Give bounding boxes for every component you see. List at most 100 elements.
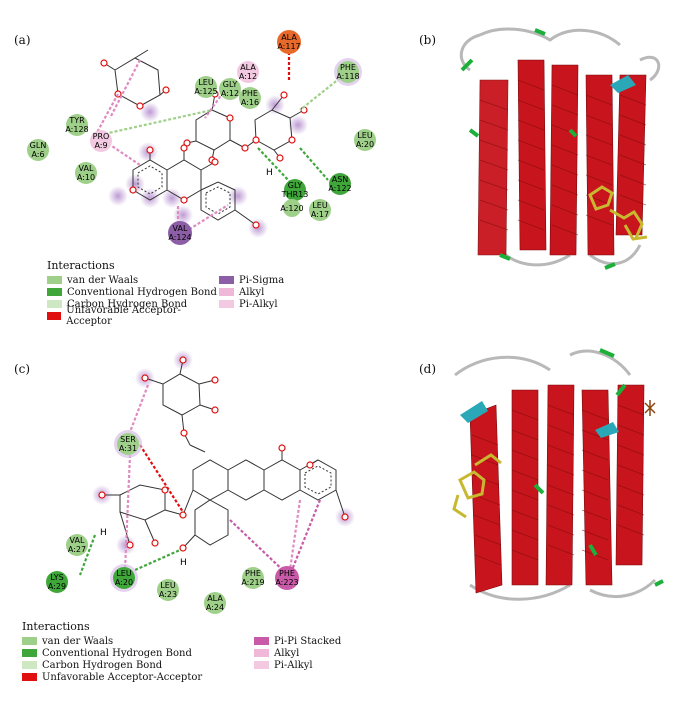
panel-label-b: (b) (419, 33, 437, 47)
svg-text:A:12: A:12 (239, 72, 257, 81)
svg-text:THR13: THR13 (281, 190, 309, 199)
svg-text:TYR: TYR (68, 116, 85, 125)
svg-text:VAL: VAL (79, 164, 94, 173)
svg-text:A:122: A:122 (328, 184, 351, 193)
legend-swatch (219, 288, 234, 296)
residue-pro9: PRO A:9 (90, 130, 112, 152)
svg-text:A:20: A:20 (356, 140, 374, 149)
h-label-c1: H (100, 528, 107, 538)
legend-item: Unfavorable Acceptor-Acceptor (47, 305, 219, 327)
residue-leu23: LEU A:23 (157, 579, 179, 601)
legend-item: Conventional Hydrogen Bond (22, 647, 254, 659)
ligand-b (588, 185, 648, 241)
residue-val10: VAL A:10 (75, 162, 97, 184)
legend-item: Conventional Hydrogen Bond (47, 286, 219, 298)
svg-text:PHE: PHE (245, 569, 261, 578)
residue-leu17: LEU A:17 (309, 199, 331, 221)
svg-text:LYS: LYS (50, 573, 63, 582)
h-label-a: H (266, 168, 273, 178)
residue-tyr128: TYR A:128 (65, 114, 89, 136)
interaction-diagram-a: ALA A:117 ALA A:12 LEU A:125 GLY A:12 PH… (27, 30, 376, 245)
residues-c: SER A:31 VAL A:27 LYS A:29 LEU A:20 LEU … (46, 430, 299, 614)
legend-swatch (47, 276, 62, 284)
legend-swatch (47, 312, 62, 320)
svg-text:A:125: A:125 (194, 87, 217, 96)
svg-text:A:29: A:29 (48, 582, 66, 591)
residue-phe118: PHE A:118 (334, 58, 362, 86)
svg-text:LEU: LEU (357, 131, 373, 140)
legend-swatch (22, 661, 37, 669)
svg-text:ALA: ALA (240, 63, 256, 72)
legend-swatch (219, 300, 234, 308)
svg-text:A:31: A:31 (119, 444, 137, 453)
residue-leu125: LEU A:125 (194, 76, 218, 98)
legend-swatch (22, 637, 37, 645)
svg-text:PHE: PHE (242, 89, 258, 98)
residue-ser31: SER A:31 (114, 430, 142, 458)
svg-text:A:120: A:120 (280, 204, 303, 213)
svg-text:A:20: A:20 (115, 578, 133, 587)
legend-item: Alkyl (219, 286, 284, 298)
ion-marker-d (644, 400, 656, 416)
svg-text:A:10: A:10 (77, 173, 95, 182)
legend-item: van der Waals (47, 274, 219, 286)
svg-text:A:24: A:24 (206, 603, 224, 612)
residue-asn122: ASN A:122 (328, 173, 352, 195)
ligand-d (452, 453, 502, 519)
svg-text:VAL: VAL (70, 536, 85, 545)
legend-item: Carbon Hydrogen Bond (47, 298, 219, 310)
residue-thr120: A:120 (280, 199, 304, 217)
residue-phe16: PHE A:16 (239, 87, 261, 109)
protein-ribbon-d (452, 348, 664, 601)
panel-label-d: (d) (419, 362, 437, 376)
residue-ala117: ALA A:117 (277, 30, 301, 54)
residue-gly121: GLY THR13 (281, 179, 309, 201)
legend-title: Interactions (22, 620, 90, 633)
svg-text:SER: SER (120, 435, 136, 444)
svg-text:A:219: A:219 (241, 578, 264, 587)
residue-phe223: PHE A:223 (275, 566, 299, 590)
svg-text:GLY: GLY (223, 80, 238, 89)
legend-swatch (254, 661, 269, 669)
svg-text:A:128: A:128 (65, 125, 88, 134)
residue-gln6: GLN A:6 (27, 139, 49, 161)
residue-leu20: LEU A:20 (354, 129, 376, 151)
legend-item: van der Waals (22, 635, 254, 647)
residue-val27: VAL A:27 (66, 534, 88, 556)
svg-text:PHE: PHE (279, 569, 295, 578)
residue-gly12: GLY A:12 (219, 78, 241, 100)
svg-text:A:16: A:16 (241, 98, 259, 107)
legend-item: Pi-Sigma (219, 274, 284, 286)
legend-swatch (22, 673, 37, 681)
interactions-c (78, 384, 322, 576)
svg-text:A:117: A:117 (277, 42, 300, 51)
svg-text:LEU: LEU (116, 569, 132, 578)
svg-text:VAL: VAL (173, 224, 188, 233)
residue-val124: VAL A:124 (168, 221, 192, 245)
protein-ribbon-b (459, 27, 661, 270)
svg-text:A:27: A:27 (68, 545, 86, 554)
legend-item: Unfavorable Acceptor-Acceptor (22, 671, 254, 683)
svg-text:GLN: GLN (30, 141, 47, 150)
residue-lys29: LYS A:29 (46, 571, 68, 593)
legend-swatch (219, 276, 234, 284)
residue-ala24: ALA A:24 (204, 592, 226, 614)
legend-swatch (22, 649, 37, 657)
svg-text:A:124: A:124 (168, 233, 191, 242)
legend-item: Pi-Alkyl (219, 298, 284, 310)
svg-text:A:17: A:17 (311, 210, 329, 219)
svg-text:PRO: PRO (93, 132, 110, 141)
legend-item: Pi-Pi Stacked (254, 635, 341, 647)
residues-a: ALA A:117 ALA A:12 LEU A:125 GLY A:12 PH… (27, 30, 376, 245)
svg-text:A:6: A:6 (31, 150, 44, 159)
legend-title: Interactions (47, 259, 115, 272)
legend-a: Interactions van der Waals Conventional … (47, 259, 377, 327)
legend-item: Carbon Hydrogen Bond (22, 659, 254, 671)
residue-phe219: PHE A:219 (241, 567, 265, 589)
svg-text:LEU: LEU (198, 78, 214, 87)
panel-label-a: (a) (14, 33, 31, 47)
svg-text:A:118: A:118 (336, 72, 359, 81)
legend-item: Alkyl (254, 647, 341, 659)
legend-swatch (47, 300, 62, 308)
panel-label-c: (c) (14, 362, 31, 376)
